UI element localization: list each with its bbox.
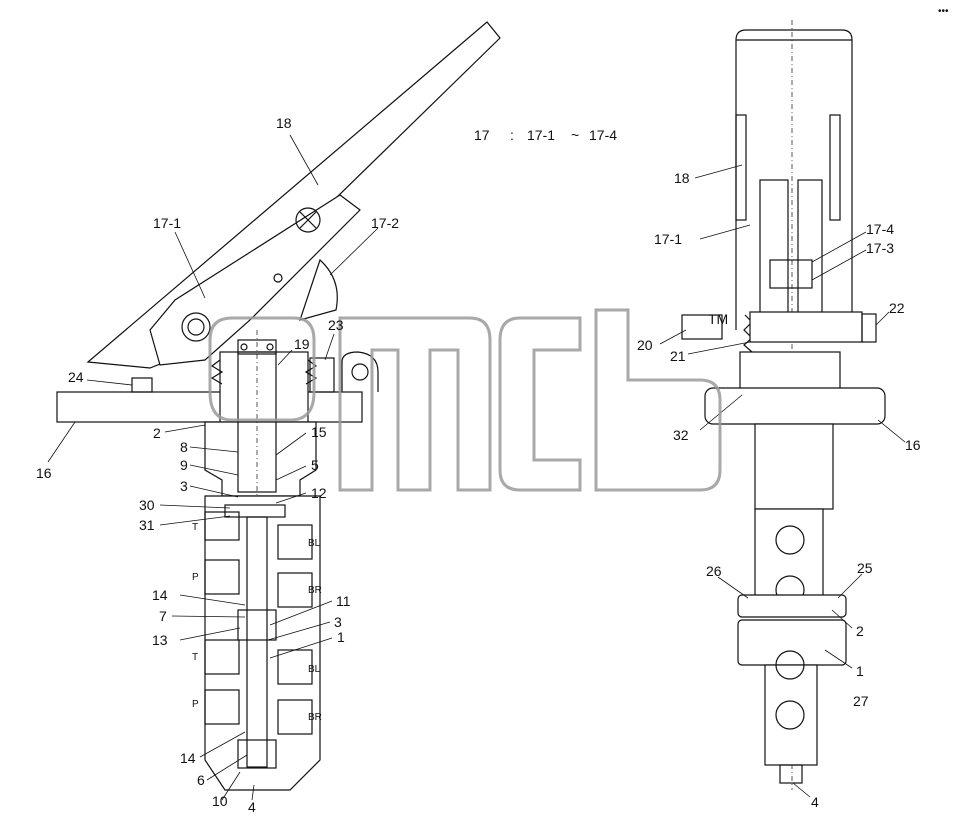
callout-label: 18 xyxy=(674,170,690,186)
callout-label: 17-1 xyxy=(153,215,181,231)
pedal-18-left xyxy=(86,21,501,369)
port-label: T xyxy=(192,652,198,663)
port-label: BL xyxy=(308,664,321,675)
callout-label: 13 xyxy=(152,632,168,648)
formula-b: 17-1 xyxy=(527,127,555,143)
callout-label: 17-3 xyxy=(866,240,894,256)
callout-label: 2 xyxy=(856,623,864,639)
callout-label: 6 xyxy=(197,772,205,788)
callout-label: 24 xyxy=(68,369,84,385)
callout-label: 26 xyxy=(706,563,722,579)
callout-label: 3 xyxy=(180,478,188,494)
callout-label: 17-4 xyxy=(866,221,894,237)
callout-label: 16 xyxy=(36,465,52,481)
callout-label: 5 xyxy=(311,457,319,473)
leaders-left xyxy=(47,134,379,801)
callout-label: 18 xyxy=(276,115,292,131)
callout-label: 31 xyxy=(139,517,155,533)
callout-label: 23 xyxy=(328,317,344,333)
formula-colon: : xyxy=(510,127,514,143)
callout-label: 4 xyxy=(811,794,819,810)
callout-label: 14 xyxy=(180,750,196,766)
callout-label: 4 xyxy=(248,799,256,815)
callout-label: 20 xyxy=(637,337,653,353)
callout-label: 17-1 xyxy=(654,231,682,247)
port-label: P xyxy=(192,699,199,710)
formula-note: 17 : 17-1 ~ 17-4 xyxy=(474,127,617,143)
callouts-right: 18 17-1 17-4 17-3 22 20 21 32 16 26 25 2… xyxy=(637,170,921,810)
callout-label: 10 xyxy=(212,793,228,809)
port-label: P xyxy=(192,572,199,583)
formula-c: 17-4 xyxy=(589,127,617,143)
callout-label: 15 xyxy=(311,424,327,440)
pedal-18-right xyxy=(735,29,853,335)
callout-label: 7 xyxy=(159,608,167,624)
formula-tilde: ~ xyxy=(571,127,579,143)
trademark-mark: TM xyxy=(708,311,728,327)
callout-label: 2 xyxy=(153,425,161,441)
housing-upper xyxy=(204,421,317,497)
port-label: BL xyxy=(308,538,321,549)
left-view xyxy=(47,21,501,801)
callout-label: 3 xyxy=(334,614,342,630)
callout-label: 1 xyxy=(337,629,345,645)
port-label: BR xyxy=(308,585,322,596)
callout-label: 16 xyxy=(905,437,921,453)
callout-label: 17-2 xyxy=(371,215,399,231)
formula-a: 17 xyxy=(474,127,490,143)
callout-label: 8 xyxy=(180,439,188,455)
leaders-right xyxy=(659,164,906,798)
callout-label: 12 xyxy=(311,485,327,501)
neck-right xyxy=(754,423,834,510)
callout-label: 25 xyxy=(857,560,873,576)
callout-label: 22 xyxy=(889,300,905,316)
ports-left xyxy=(204,511,313,769)
callout-label: 21 xyxy=(670,348,686,364)
callout-label: 9 xyxy=(180,457,188,473)
port-label: BR xyxy=(308,712,322,723)
lower-body-right xyxy=(737,619,847,666)
right-view xyxy=(659,20,906,798)
callout-label: 30 xyxy=(139,497,155,513)
callout-label: 1 xyxy=(856,663,864,679)
callout-label: 14 xyxy=(152,587,168,603)
boot-19 xyxy=(210,339,318,423)
corner-mark: ••• xyxy=(938,6,949,17)
valve-body-left xyxy=(204,495,321,791)
callouts-left: 18 17-1 17-2 23 19 24 16 2 8 9 3 30 31 1… xyxy=(36,115,399,815)
callout-label: 32 xyxy=(673,427,689,443)
base-plate-16-right xyxy=(704,387,886,425)
callout-label: 11 xyxy=(336,593,351,609)
callout-label: 19 xyxy=(294,336,310,352)
callout-label: 27 xyxy=(853,693,869,709)
watermark-logo xyxy=(208,308,722,492)
port-labels-left: T P T P BL BR BL BR xyxy=(192,522,322,723)
port-label: T xyxy=(192,522,198,533)
